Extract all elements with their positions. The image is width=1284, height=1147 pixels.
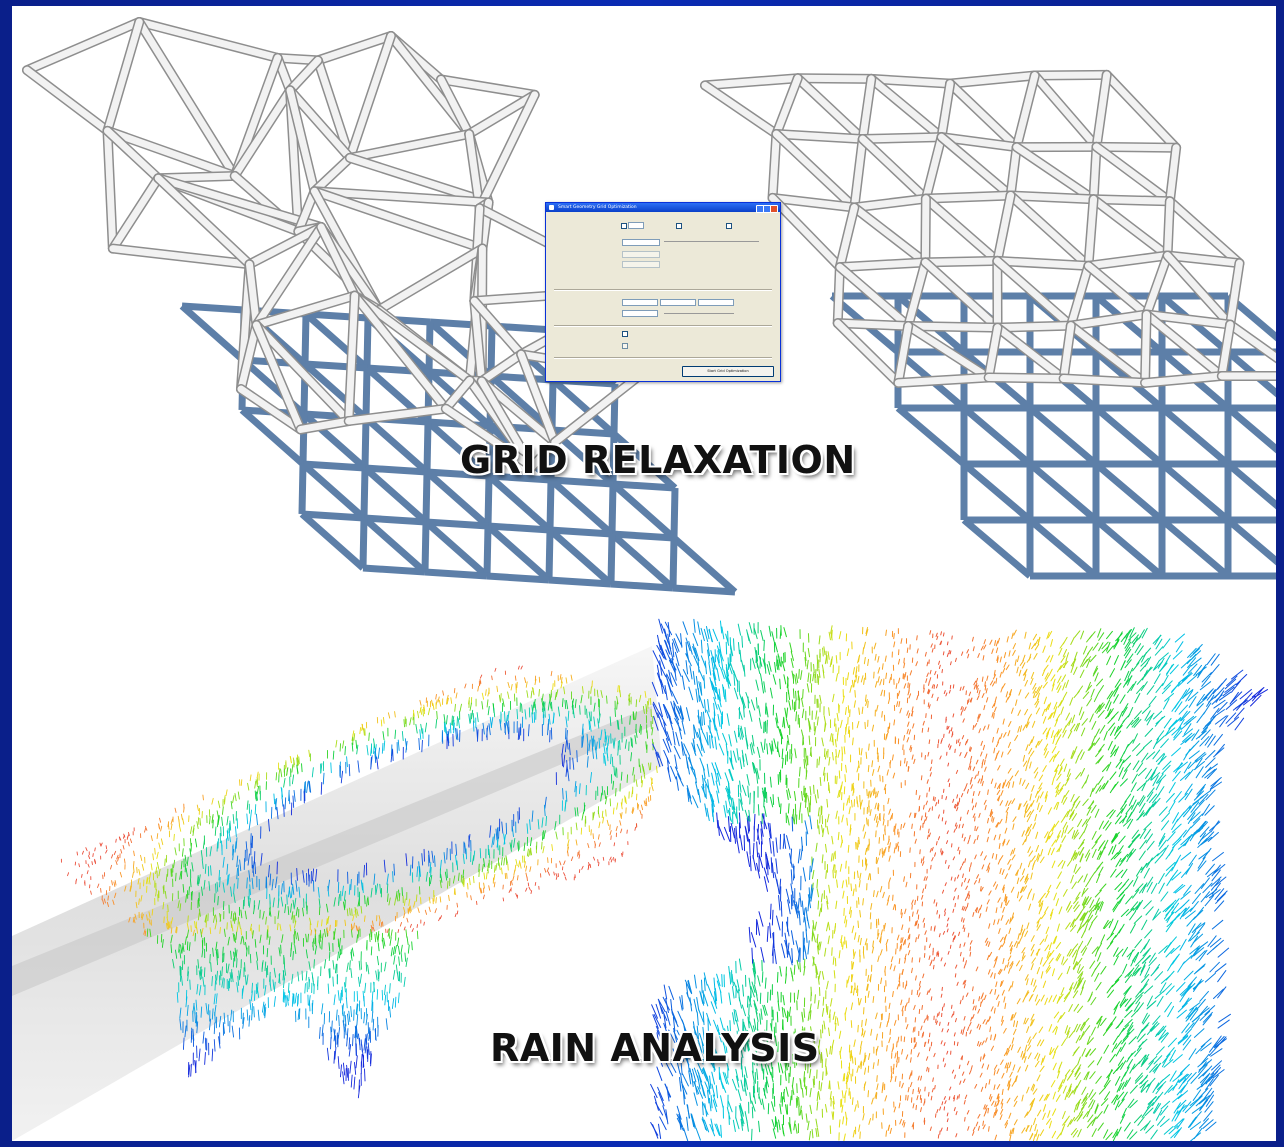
mode-radio-3[interactable] [726,223,732,229]
iterations-field[interactable] [622,239,660,246]
app-icon [549,205,554,210]
gray-rail-geometry [12,646,662,1141]
option-checkbox-1[interactable] [622,331,628,337]
spring-slider[interactable] [664,313,734,314]
force-x-field[interactable] [622,299,658,306]
separator [554,357,772,359]
disabled-field-2 [622,261,660,268]
rain-vector-field-3d [60,665,658,1099]
separator [554,289,772,291]
force-y-field[interactable] [660,299,696,306]
separator [554,325,772,327]
dialog-title: Smart Geometry Grid Optimization [558,205,637,210]
option-checkbox-2[interactable] [622,343,628,349]
rain-vector-field-plan [650,618,1269,1141]
force-z-field[interactable] [698,299,734,306]
start-optimization-button[interactable]: Start Grid Optimization [682,366,774,377]
mode-radio-1[interactable] [621,223,627,229]
mode-radio-2[interactable] [676,223,682,229]
slide: Smart Geometry Grid Optimization Start G… [12,6,1276,1141]
iterations-slider[interactable] [664,241,759,242]
disabled-field-1 [622,251,660,258]
rain-analysis-caption: RAIN ANALYSIS [490,1026,820,1070]
dialog-titlebar: Smart Geometry Grid Optimization [546,203,780,213]
grid-relaxation-illustration [22,16,1276,596]
tube-structure-right [700,69,1276,388]
spring-field[interactable] [622,310,658,317]
mode-field[interactable] [628,222,644,229]
tube-structure-left [22,16,647,472]
grid-relaxation-caption: GRID RELAXATION [460,438,856,482]
close-icon[interactable] [770,204,778,213]
grid-optimization-dialog: Smart Geometry Grid Optimization Start G… [545,202,781,382]
rain-analysis-illustration [12,618,1269,1141]
